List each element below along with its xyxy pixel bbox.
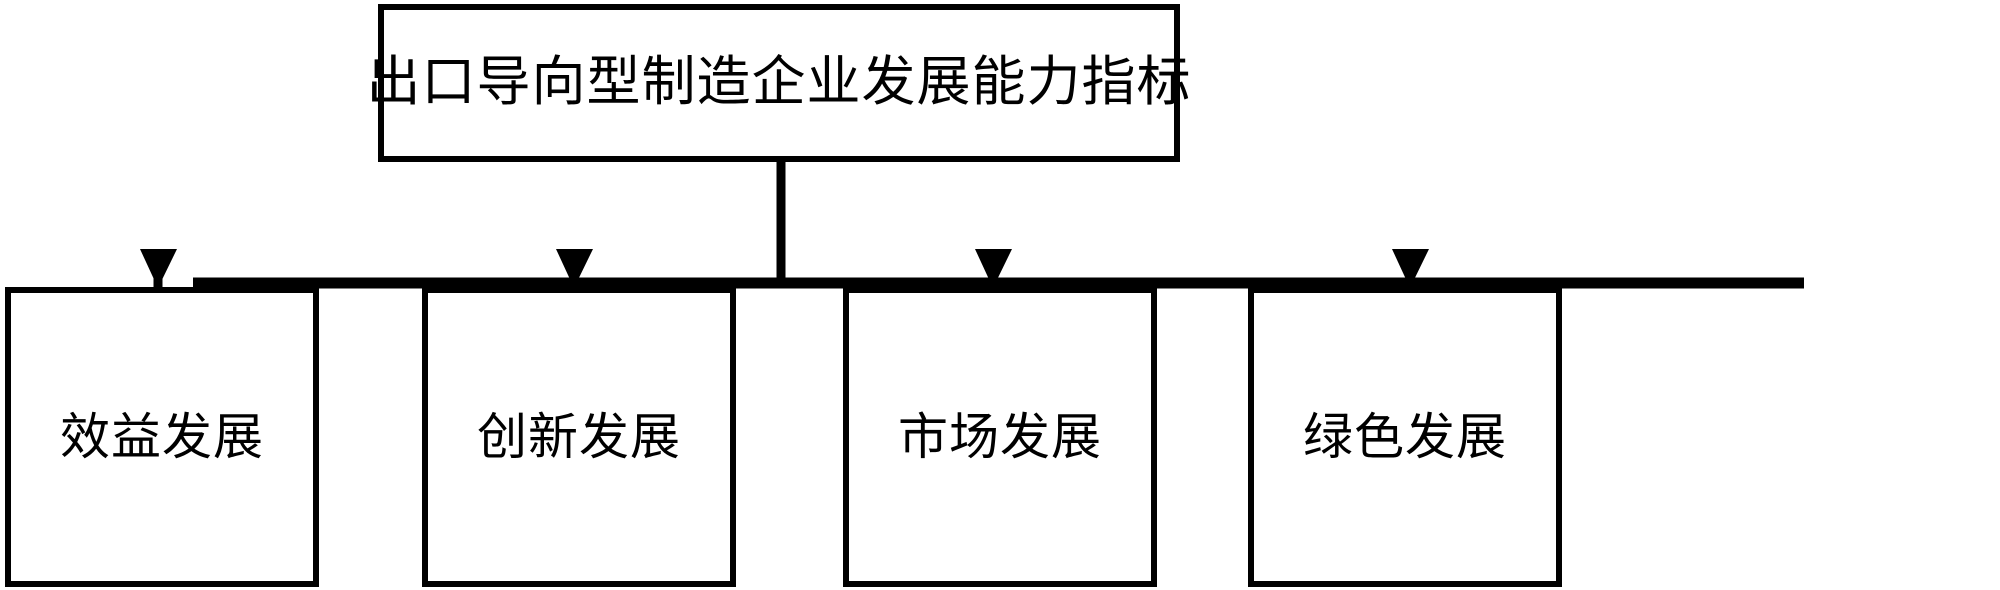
leaf-node-shichang-fazhan[interactable]: 市场发展	[843, 287, 1157, 587]
leaf-node-chuangxin-fazhan[interactable]: 创新发展	[422, 287, 736, 587]
leaf-node-label: 市场发展	[898, 408, 1102, 465]
edge-to-child-2	[975, 249, 1012, 288]
leaf-node-label: 绿色发展	[1303, 408, 1507, 465]
root-node-label: 出口导向型制造企业发展能力指标	[366, 52, 1192, 113]
leaf-node-label: 效益发展	[60, 408, 264, 465]
edge-to-child-0	[140, 249, 177, 288]
leaf-node-xiaoyi-fazhan[interactable]: 效益发展	[5, 287, 319, 587]
leaf-node-lvse-fazhan[interactable]: 绿色发展	[1248, 287, 1562, 587]
root-node[interactable]: 出口导向型制造企业发展能力指标	[367, 4, 1191, 162]
edge-to-child-1	[556, 249, 593, 288]
leaf-node-label: 创新发展	[477, 408, 681, 465]
edge-to-child-3	[1392, 249, 1429, 288]
